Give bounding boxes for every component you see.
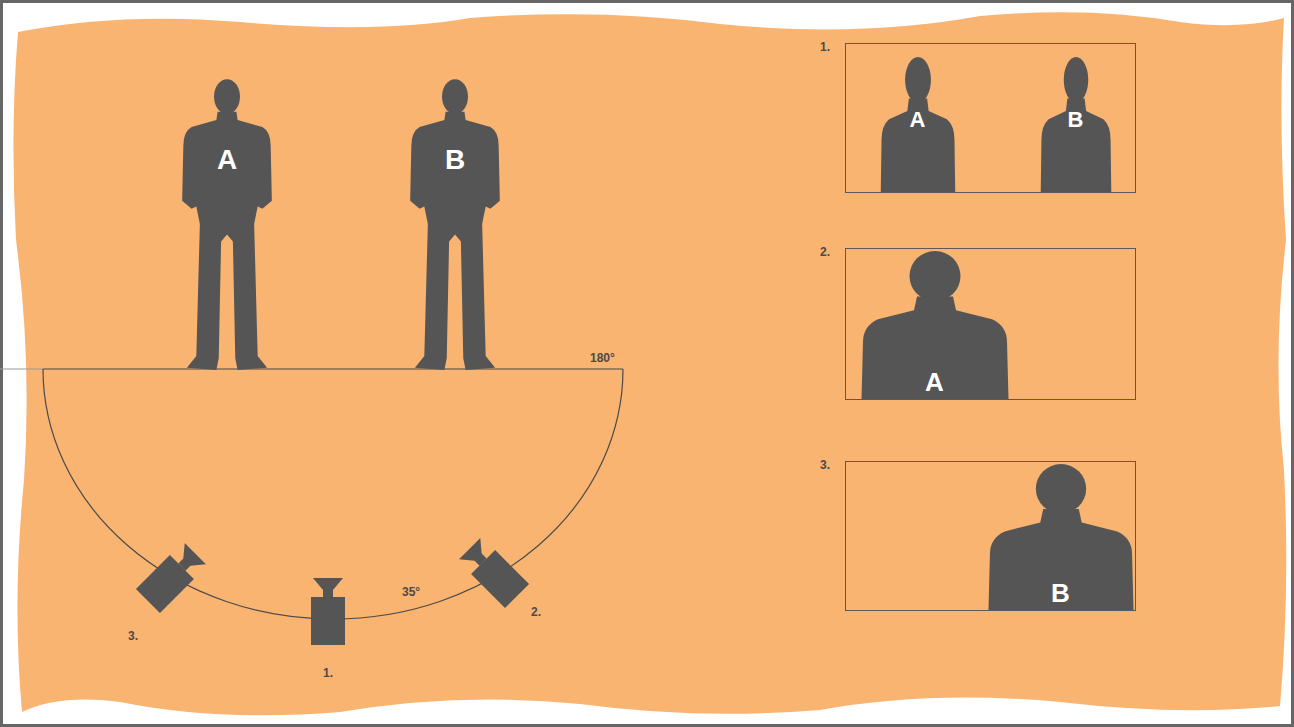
axis-line <box>0 369 43 370</box>
shot-frame: 3.B <box>845 461 1136 611</box>
person-letter: A <box>880 109 956 131</box>
camera-arc <box>43 369 623 619</box>
person-figure: B <box>396 78 514 370</box>
shot-number: 2. <box>820 245 830 259</box>
person-silhouette <box>168 78 286 370</box>
shot-frame: 2.A <box>845 248 1136 400</box>
person-letter: B <box>396 146 514 174</box>
camera-number: 3. <box>128 630 138 642</box>
shot-number: 1. <box>820 40 830 54</box>
angle-label: 180° <box>590 352 615 364</box>
shot-frame: 1.AB <box>845 43 1136 193</box>
angle-label: 35° <box>402 586 420 598</box>
camera-number: 1. <box>323 667 333 679</box>
person-letter: B <box>987 580 1135 606</box>
person-letter: B <box>1040 109 1112 131</box>
shot-number: 3. <box>820 458 830 472</box>
person-figure: A <box>880 57 956 192</box>
person-letter: A <box>860 369 1010 395</box>
camera-number: 2. <box>531 606 541 618</box>
camera-symbol <box>136 542 207 613</box>
person-figure: B <box>987 464 1135 610</box>
person-letter: A <box>168 146 286 174</box>
person-figure: A <box>860 251 1010 399</box>
camera-symbol <box>458 537 529 608</box>
axis-line <box>43 368 623 369</box>
person-figure: B <box>1040 57 1112 192</box>
person-silhouette <box>396 78 514 370</box>
orange-ground <box>13 12 1286 715</box>
camera-symbol <box>311 578 345 645</box>
person-figure: A <box>168 78 286 370</box>
